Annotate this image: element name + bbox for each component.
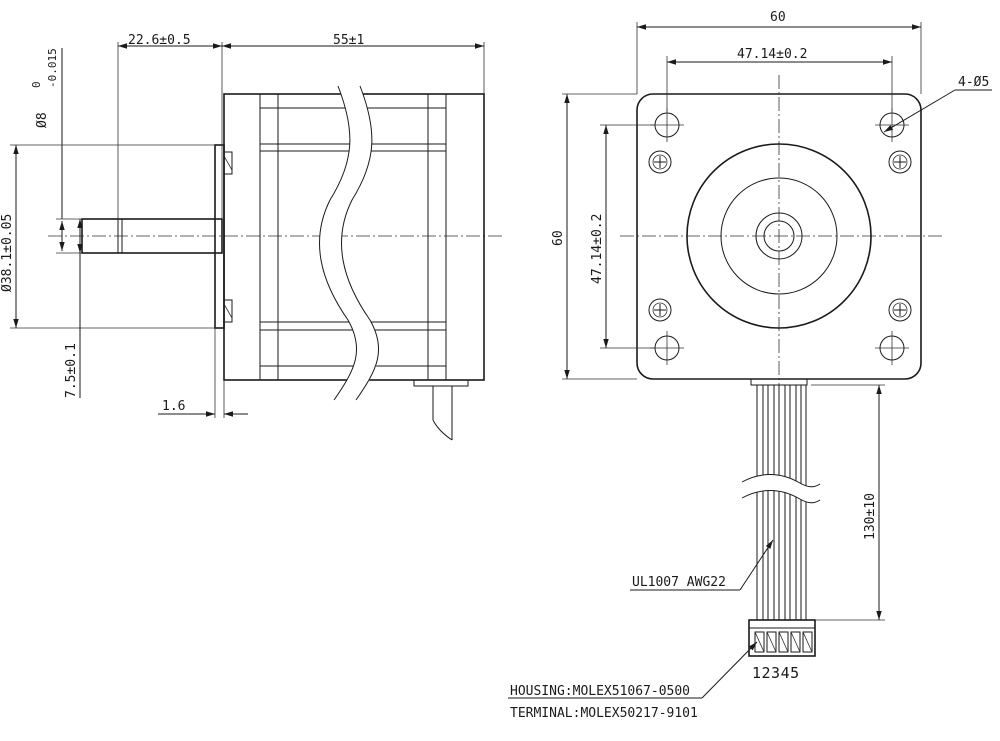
svg-text:Ø8: Ø8 (35, 112, 50, 128)
dim-shaft-length: 22.6±0.5 (128, 33, 191, 48)
dim-mounting-holes: 4-Ø5 (958, 75, 989, 90)
dim-shaft-flat: 7.5±0.1 (64, 343, 79, 398)
boss-inner (720, 177, 838, 295)
motor-body (223, 85, 485, 401)
dim-shaft-tol-upper: 0 (30, 81, 43, 88)
connector-housing (748, 619, 816, 657)
dim-lead-length: 130±10 (863, 493, 878, 540)
cable-exit (413, 379, 469, 441)
shaft-ring (755, 212, 803, 260)
mounting-hole-tl (650, 108, 684, 142)
boss-outer (686, 143, 872, 329)
dim-face-width: 60 (770, 10, 786, 25)
front-view: 60 47.14±0.2 60 47.14±0.2 4-Ø5 (508, 10, 992, 721)
svg-text:47.14±0.2: 47.14±0.2 (590, 214, 605, 284)
dim-face-height: 60 (551, 230, 566, 246)
dim-shaft-diameter: Ø8 (35, 112, 50, 128)
pin-numbers: 12345 (752, 664, 800, 682)
svg-text:-0.015: -0.015 (46, 48, 59, 88)
side-view: 22.6±0.5 55±1 Ø8 0 -0.015 Ø38.1±0.05 7.5… (0, 33, 505, 441)
dim-flange-thickness: 1.6 (162, 399, 185, 414)
dim-hole-spacing-h: 47.14±0.2 (737, 47, 807, 62)
terminal-spec: TERMINAL:MOLEX50217-9101 (510, 706, 698, 721)
dim-hole-spacing-v: 47.14±0.2 (590, 214, 605, 284)
screw-icon (648, 150, 672, 174)
svg-text:0: 0 (30, 81, 43, 88)
svg-text:130±10: 130±10 (863, 493, 878, 540)
svg-text:7.5±0.1: 7.5±0.1 (64, 343, 79, 398)
wire-spec: UL1007 AWG22 (632, 575, 726, 590)
lead-wires (741, 385, 821, 620)
screw-icon (648, 298, 672, 322)
mounting-hole-br (875, 331, 909, 365)
housing-spec: HOUSING:MOLEX51067-0500 (510, 684, 690, 699)
dim-body-length: 55±1 (333, 33, 364, 48)
mounting-hole-tr (875, 108, 909, 142)
svg-text:60: 60 (551, 230, 566, 246)
screw-icon (888, 298, 912, 322)
mounting-hole-bl (650, 331, 684, 365)
dim-shaft-tol-lower: -0.015 (46, 48, 59, 88)
dim-pilot-diameter: Ø38.1±0.05 (0, 214, 15, 292)
screw-icon (888, 150, 912, 174)
svg-text:Ø38.1±0.05: Ø38.1±0.05 (0, 214, 15, 292)
shaft-end (763, 220, 795, 252)
